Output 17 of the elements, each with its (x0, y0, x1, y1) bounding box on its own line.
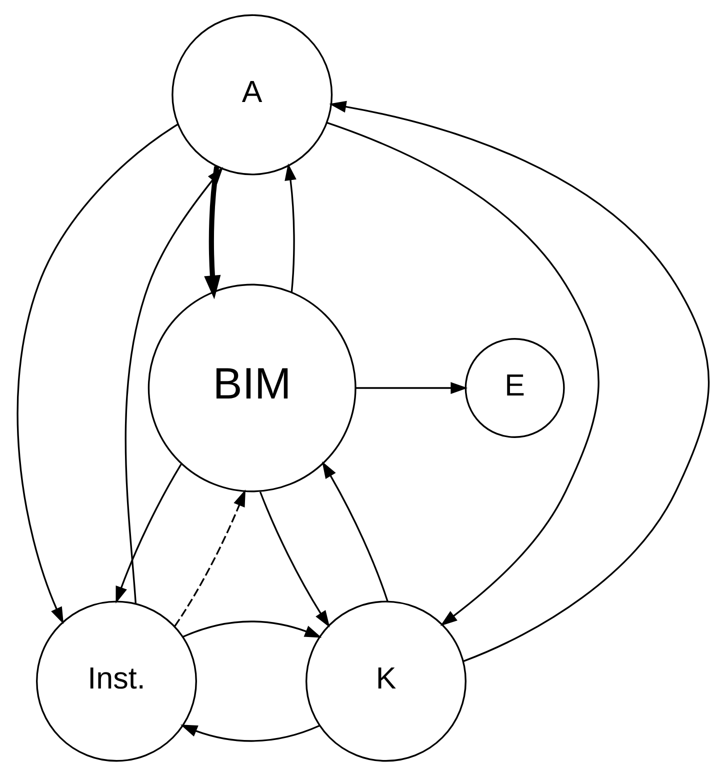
node-circle: BIM (148, 284, 356, 492)
arrow (322, 461, 388, 602)
arrow (124, 166, 224, 604)
node-circle: K (306, 600, 466, 762)
arrow (326, 122, 600, 626)
arrow (174, 490, 246, 627)
arrow (259, 492, 330, 628)
arrow (284, 163, 296, 292)
node-circle: A (172, 14, 333, 176)
arrow (356, 382, 468, 394)
arrow (204, 166, 221, 300)
arrow (180, 724, 320, 742)
arrow (182, 620, 322, 638)
arrow (329, 100, 710, 662)
node-circle: E (464, 338, 565, 438)
arrow (16, 124, 178, 624)
arrow (116, 464, 182, 604)
